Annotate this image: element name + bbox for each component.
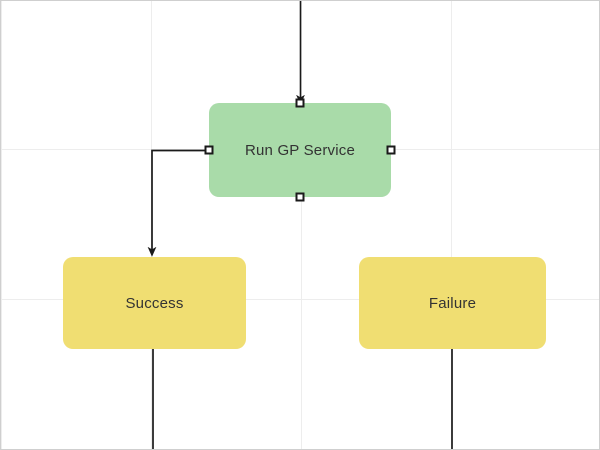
node-success[interactable]: Success [63, 257, 246, 349]
node-handle-top[interactable] [295, 98, 305, 108]
node-run-gp-service[interactable]: Run GP Service [204, 98, 396, 202]
node-success-label: Success [125, 294, 184, 312]
node-failure-label: Failure [428, 294, 477, 312]
node-handle-right[interactable] [386, 145, 396, 155]
edge-run-gp-service-to-success[interactable] [147, 149, 212, 257]
node-handle-left[interactable] [204, 145, 214, 155]
node-run-gp-service-label: Run GP Service [244, 141, 356, 159]
node-handle-bottom[interactable] [295, 192, 305, 202]
node-failure[interactable]: Failure [359, 257, 546, 349]
